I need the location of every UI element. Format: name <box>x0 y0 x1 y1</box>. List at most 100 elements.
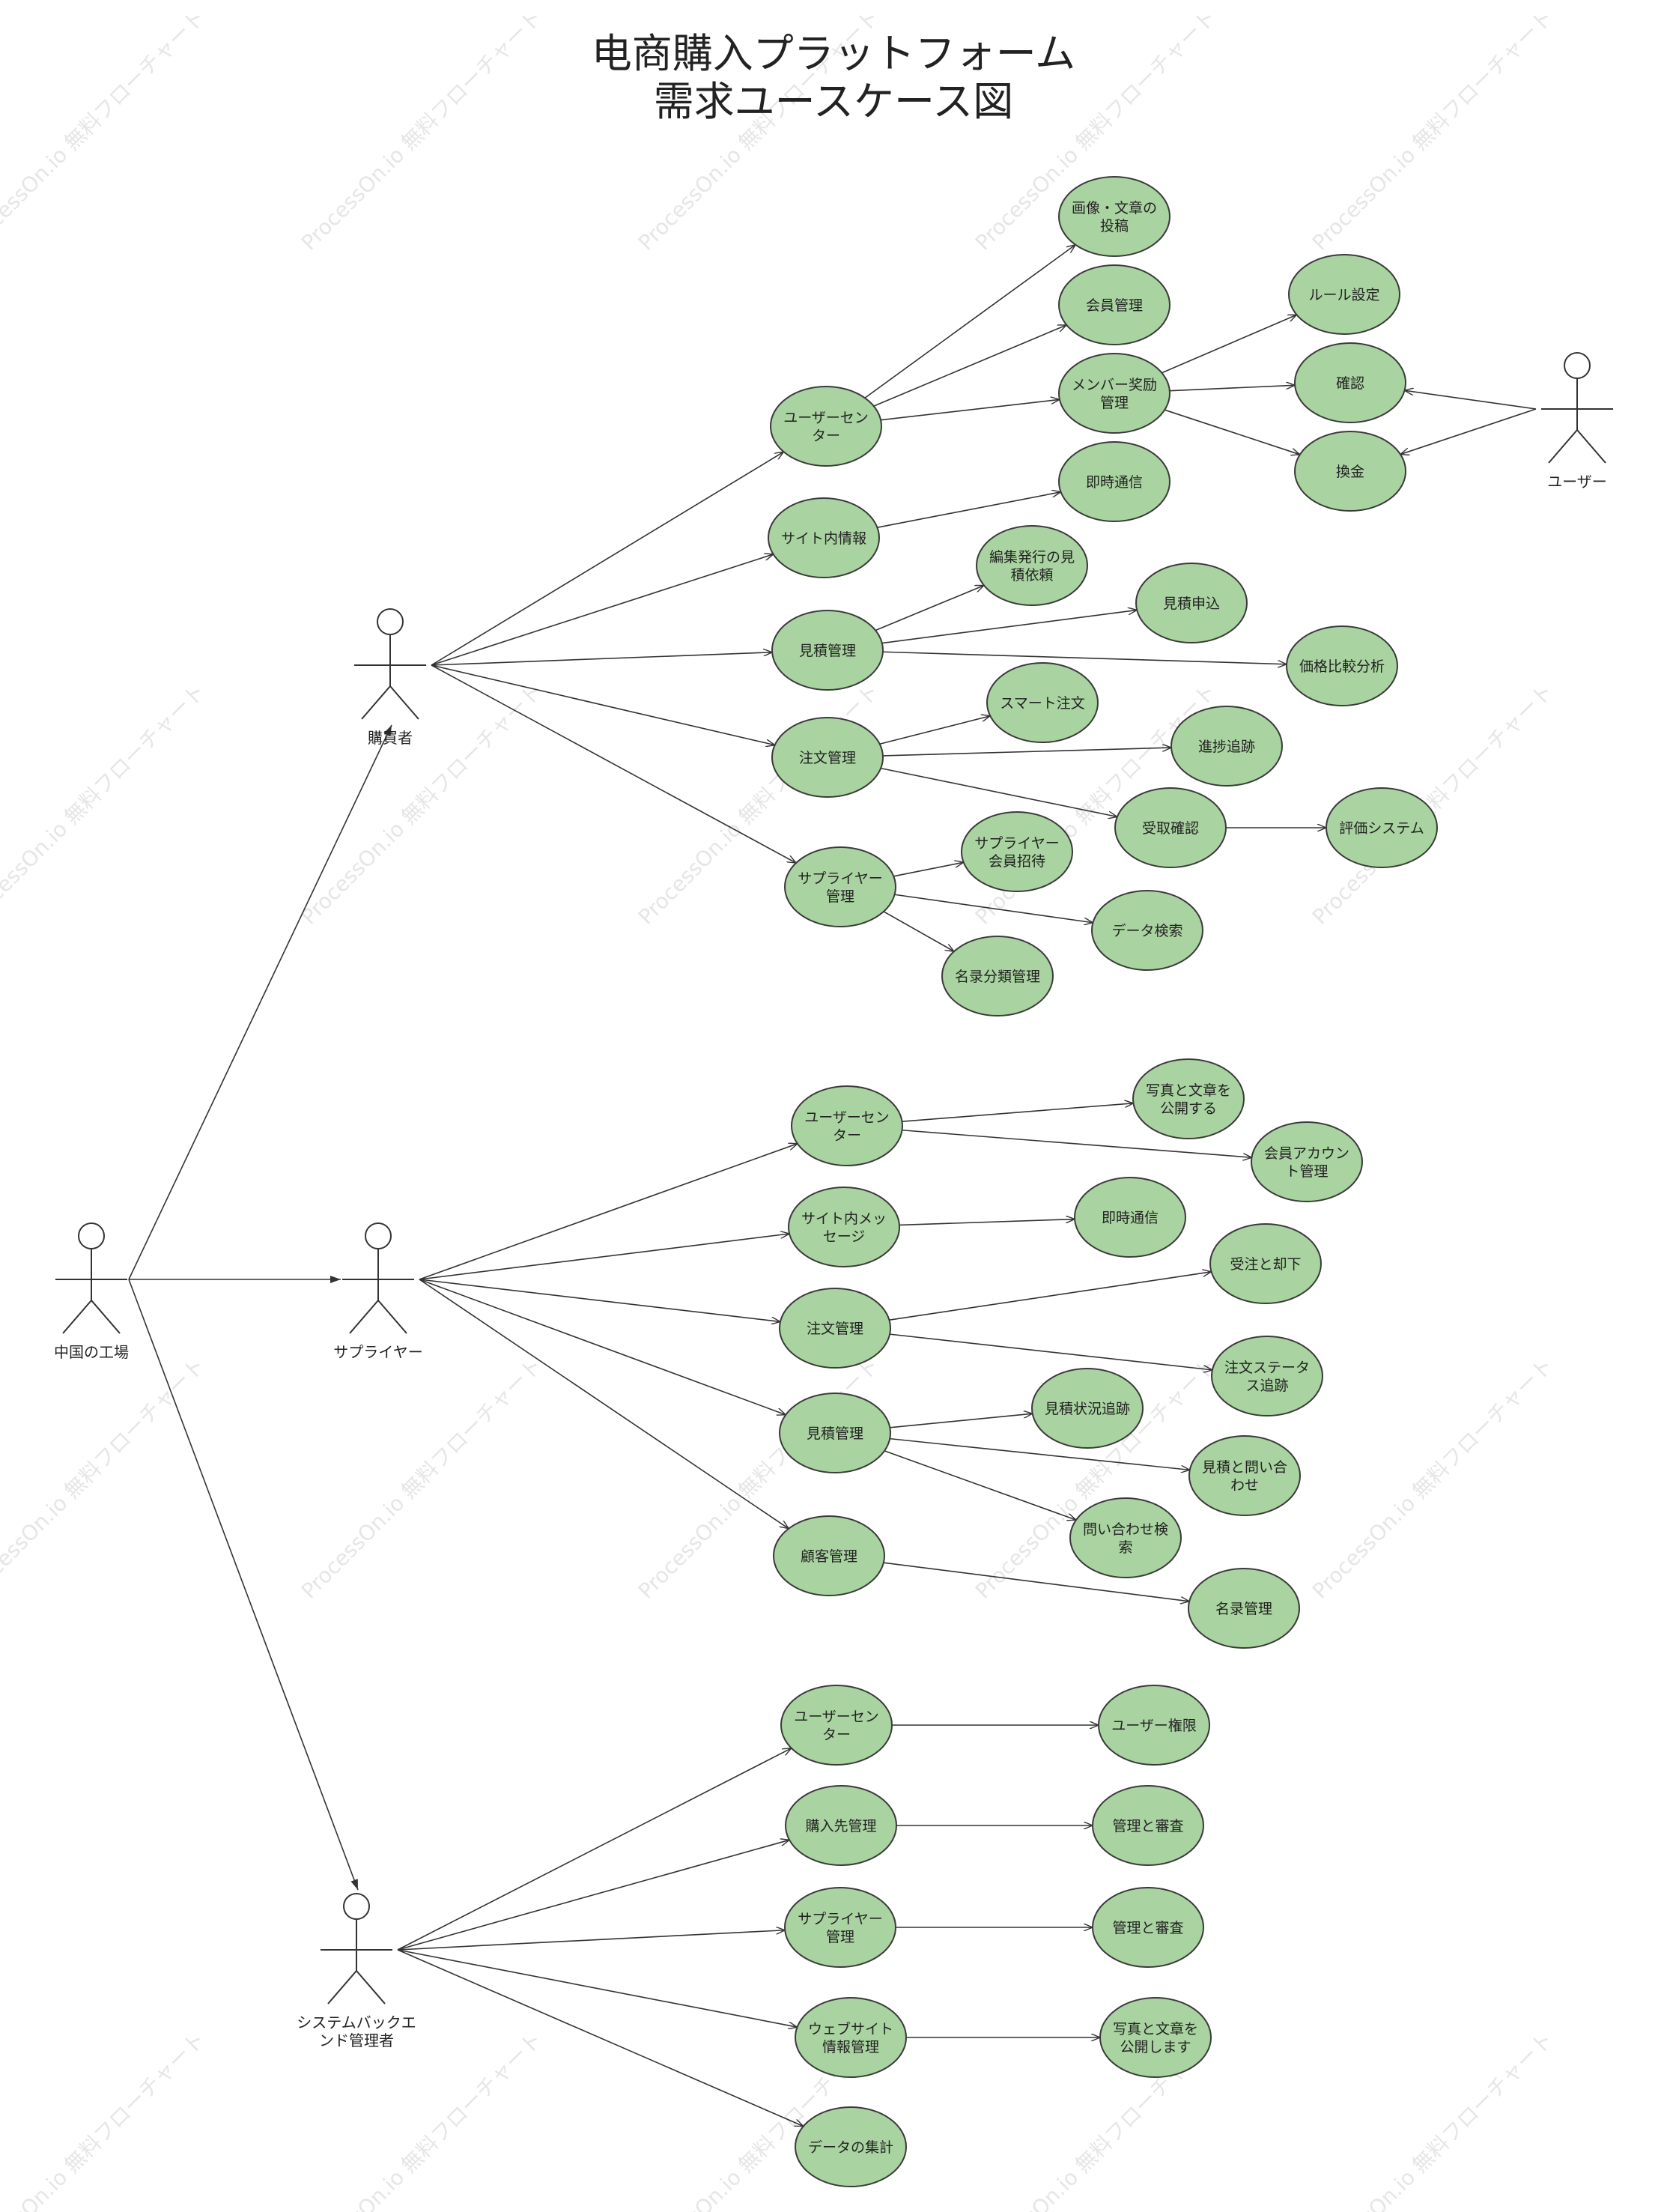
actor-supplier[interactable]: サプライヤー <box>333 1222 423 1361</box>
usecase-b_order[interactable]: 注文管理 <box>771 717 884 798</box>
edge-s_cust-to-s_dir <box>883 1562 1189 1602</box>
usecase-b_eval[interactable]: 評価システム <box>1326 787 1438 868</box>
usecase-label: ター <box>812 428 840 444</box>
usecase-s_order[interactable]: 注文管理 <box>779 1288 891 1369</box>
usecase-ellipse <box>976 525 1088 606</box>
edge-b_order-to-b_smart <box>879 716 991 745</box>
usecase-b_rule[interactable]: ルール設定 <box>1288 254 1400 335</box>
actor-right-leg <box>1576 429 1606 464</box>
usecase-label: サプライヤー <box>798 1911 882 1927</box>
edge-b_quote-to-b_edit <box>875 584 984 631</box>
diagram-title: 电商購入プラットフォーム 需求ユースケース図 <box>0 30 1667 126</box>
usecase-b_price[interactable]: 価格比較分析 <box>1286 625 1398 706</box>
usecase-b_confirm[interactable]: 確認 <box>1294 342 1406 423</box>
usecase-label: 公開する <box>1160 1100 1217 1117</box>
actor-buyer[interactable]: 購買者 <box>354 608 426 747</box>
edge-b_site-to-b_im <box>877 492 1060 528</box>
edge-s_order-to-s_status <box>890 1333 1212 1370</box>
usecase-label: 管理 <box>826 888 854 905</box>
usecase-b_search[interactable]: データ検索 <box>1091 890 1203 971</box>
usecase-ellipse <box>1188 1568 1300 1649</box>
usecase-s_quote[interactable]: 見積管理 <box>779 1393 891 1473</box>
usecase-b_site[interactable]: サイト内情報 <box>768 497 880 578</box>
usecase-label: ト管理 <box>1285 1163 1328 1180</box>
usecase-ellipse <box>1170 706 1283 787</box>
usecase-a_review1[interactable]: 管理と審査 <box>1092 1785 1204 1866</box>
edge-s_quote-to-s_inquiry <box>890 1437 1190 1470</box>
usecase-b_member[interactable]: 会員管理 <box>1058 264 1170 345</box>
usecase-s_cust[interactable]: 顧客管理 <box>773 1515 885 1596</box>
usecase-ellipse <box>1058 264 1170 345</box>
usecase-ellipse <box>1069 1497 1182 1578</box>
usecase-label: サイト内メッ <box>801 1210 887 1227</box>
edge-buyer-to-b_site <box>431 554 774 666</box>
usecase-ellipse <box>770 386 882 467</box>
edge-b_order-to-b_progress <box>882 748 1171 757</box>
watermark-text: ProcessOn.io 無料フローチャート <box>1308 1353 1558 1604</box>
usecase-b_apply[interactable]: 見積申込 <box>1135 563 1248 643</box>
usecase-label: 写真と文章を <box>1113 2021 1198 2037</box>
edge-b_supp-to-b_dir <box>883 911 954 951</box>
usecase-label: データ検索 <box>1111 923 1182 939</box>
actor-head-icon <box>365 1222 392 1249</box>
usecase-b_im[interactable]: 即時通信 <box>1058 441 1170 522</box>
usecase-s_im[interactable]: 即時通信 <box>1074 1177 1186 1258</box>
usecase-a_perm[interactable]: ユーザー権限 <box>1098 1685 1210 1766</box>
usecase-ellipse <box>1091 890 1203 971</box>
usecase-label: メンバー奖励 <box>1072 377 1157 393</box>
usecase-label: 写真と文章を <box>1146 1082 1231 1099</box>
usecase-label: サプライヤー <box>974 835 1059 852</box>
usecase-label: 見積管理 <box>799 643 856 659</box>
usecase-a_review2[interactable]: 管理と審査 <box>1092 1887 1204 1968</box>
usecase-label: ユーザーセン <box>794 1709 879 1725</box>
usecase-label: スマート注文 <box>1000 695 1084 712</box>
actor-left-leg <box>349 1300 379 1334</box>
usecase-ellipse <box>1058 441 1170 522</box>
usecase-label: 注文ステータ <box>1224 1360 1310 1376</box>
usecase-label: ユーザーセン <box>804 1109 890 1126</box>
actor-factory[interactable]: 中国の工場 <box>54 1222 129 1361</box>
usecase-b_progress[interactable]: 進捗追跡 <box>1170 706 1283 787</box>
usecase-a_stats[interactable]: データの集計 <box>795 2106 907 2187</box>
usecase-b_exchange[interactable]: 換金 <box>1294 431 1406 512</box>
usecase-s_dir[interactable]: 名录管理 <box>1188 1568 1300 1649</box>
usecase-b_receipt[interactable]: 受取確認 <box>1114 787 1227 868</box>
usecase-s_qtrack[interactable]: 見積状況追跡 <box>1031 1368 1144 1449</box>
usecase-b_smart[interactable]: スマート注文 <box>986 662 1099 743</box>
usecase-ellipse <box>773 1515 885 1596</box>
usecase-ellipse <box>1099 1997 1212 2078</box>
edge-b_uc-to-b_reward <box>880 399 1060 421</box>
usecase-b_quote[interactable]: 見積管理 <box>771 610 884 691</box>
usecase-ellipse <box>785 1785 897 1866</box>
edge-factory-to-buyer <box>128 724 392 1280</box>
usecase-b_dir[interactable]: 名录分類管理 <box>941 936 1054 1016</box>
edge-s_quote-to-s_qtrack <box>890 1413 1032 1428</box>
usecase-label: セージ <box>823 1228 866 1245</box>
usecase-s_accept[interactable]: 受注と却下 <box>1209 1223 1322 1304</box>
usecase-ellipse <box>941 936 1054 1016</box>
actor-right-leg <box>356 1970 386 2005</box>
usecase-a_buyer[interactable]: 購入先管理 <box>785 1785 897 1866</box>
actor-user[interactable]: ユーザー <box>1541 352 1613 491</box>
usecase-label: 会員アカウン <box>1264 1145 1349 1162</box>
usecase-ellipse <box>795 2106 907 2187</box>
